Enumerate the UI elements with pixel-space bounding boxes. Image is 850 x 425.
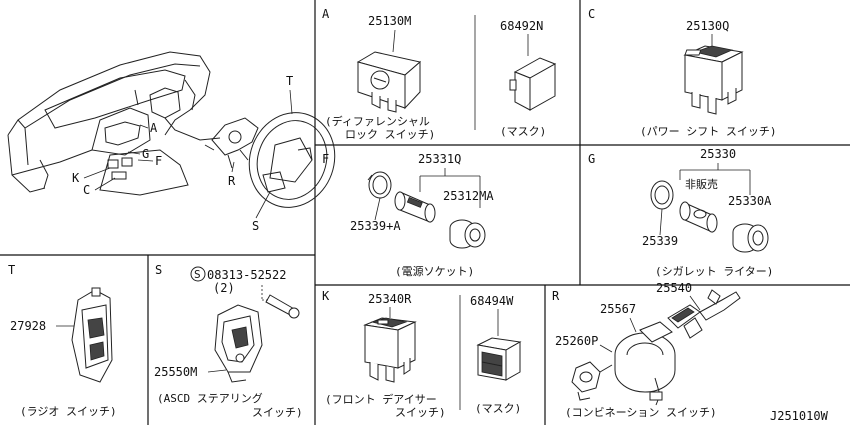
caption-front-deicer-line2: スイッチ) [395,406,446,419]
section-F: F 25331Q 25312MA 25339+A (電源ソケット) [322,152,494,278]
socket-plug-illustration [449,219,486,249]
ascd-steering-switch-illustration [214,304,263,383]
socket-body-illustration [394,191,436,223]
socket-ring-illustration [367,171,392,199]
part-number-25330A: 25330A [728,194,772,208]
combination-switch-illustration [667,289,741,339]
spiral-cable-illustration [614,321,676,406]
part-number-25330: 25330 [700,147,736,161]
caption-mask-A: (マスク) [500,125,546,138]
overview-callouts: T A G F K C R S [72,74,293,233]
caption-power-socket: (電源ソケット) [395,264,474,278]
callout-A: A [150,121,158,135]
part-number-25339: 25339 [642,234,678,248]
part-number-25260P: 25260P [555,334,598,348]
callout-C: C [83,183,90,197]
screw-symbol: S [194,268,201,281]
front-deicer-switch-illustration [363,317,417,383]
diagram-code: J251010W [770,409,829,423]
screw-symbol-circle [190,266,206,282]
section-letter-K: K [322,289,330,303]
lighter-plug-illustration [732,223,769,253]
mask-K-illustration [476,337,522,381]
caption-mask-K: (マスク) [475,402,521,415]
section-S: S S 08313-52522 (2) 25550M (ASCD ステアリング … [154,263,303,419]
steering-angle-sensor-illustration [571,361,613,401]
section-letter-F: F [322,152,329,166]
power-shift-switch-illustration [683,45,744,115]
screw-quantity: (2) [213,281,235,295]
section-G: G 25330 非販売 25330A 25339 (シガレット ライター) [588,147,773,278]
caption-ascd-switch-line1: (ASCD ステアリング [157,391,263,405]
section-T: T 27928 (ラジオ スイッチ) [8,263,117,418]
part-number-25130Q: 25130Q [686,19,729,33]
dashboard-illustration [7,51,221,196]
steering-column-illustration [204,112,336,208]
part-number-27928: 27928 [10,319,46,333]
callout-R: R [228,174,236,188]
part-number-25339A: 25339+A [350,219,401,233]
callout-T: T [286,74,293,88]
lighter-ring-illustration [650,180,674,210]
callout-S: S [252,219,259,233]
caption-front-deicer-line1: (フロント デアイサー [325,392,437,406]
part-number-25130M: 25130M [368,14,411,28]
section-C: C 25130Q (パワー シフト スイッチ) [588,7,777,138]
section-letter-R: R [552,289,560,303]
caption-radio-switch: (ラジオ スイッチ) [20,405,117,418]
part-number-68494W: 68494W [470,294,514,308]
part-number-68492N: 68492N [500,19,543,33]
caption-diff-lock-switch-line2: ロック スイッチ) [345,128,435,141]
caption-diff-lock-switch-line1: (ディファレンシャル [325,114,430,128]
section-letter-S: S [155,263,162,277]
section-R: R 25540 25567 25260P (コンビネーション スイッ [552,281,741,419]
part-number-25540: 25540 [656,281,692,295]
not-for-sale-note: 非販売 [685,178,718,191]
diff-lock-switch-illustration [356,51,422,113]
part-number-25331Q: 25331Q [418,152,461,166]
callout-K: K [72,171,80,185]
section-letter-G: G [588,152,595,166]
caption-power-shift-switch: (パワー シフト スイッチ) [640,125,777,138]
callout-F: F [155,154,162,168]
part-number-25312MA: 25312MA [443,189,494,203]
section-A: A 25130M 68492N (ディファレンシャル ロック スイッチ) (マス… [322,7,557,141]
section-letter-A: A [322,7,330,21]
caption-combination-switch: (コンビネーション スイッチ) [565,406,717,419]
mask-A-illustration [509,57,557,111]
section-letter-C: C [588,7,595,21]
part-number-08313-52522: 08313-52522 [207,268,286,282]
caption-ascd-switch-line2: スイッチ) [252,406,303,419]
part-number-25550M: 25550M [154,365,197,379]
part-number-25567: 25567 [600,302,636,316]
caption-cigarette-lighter: (シガレット ライター) [655,265,773,278]
radio-switch-illustration [71,287,113,383]
section-K: K 25340R (フロント デアイサー スイッチ) 68494W (マスク) [322,289,522,419]
lighter-body-illustration [679,201,718,233]
callout-G: G [142,147,149,161]
overview-panel: T A G F K C R S [7,51,336,233]
part-number-25340R: 25340R [368,292,412,306]
screw-illustration [265,294,300,319]
section-letter-T: T [8,263,15,277]
